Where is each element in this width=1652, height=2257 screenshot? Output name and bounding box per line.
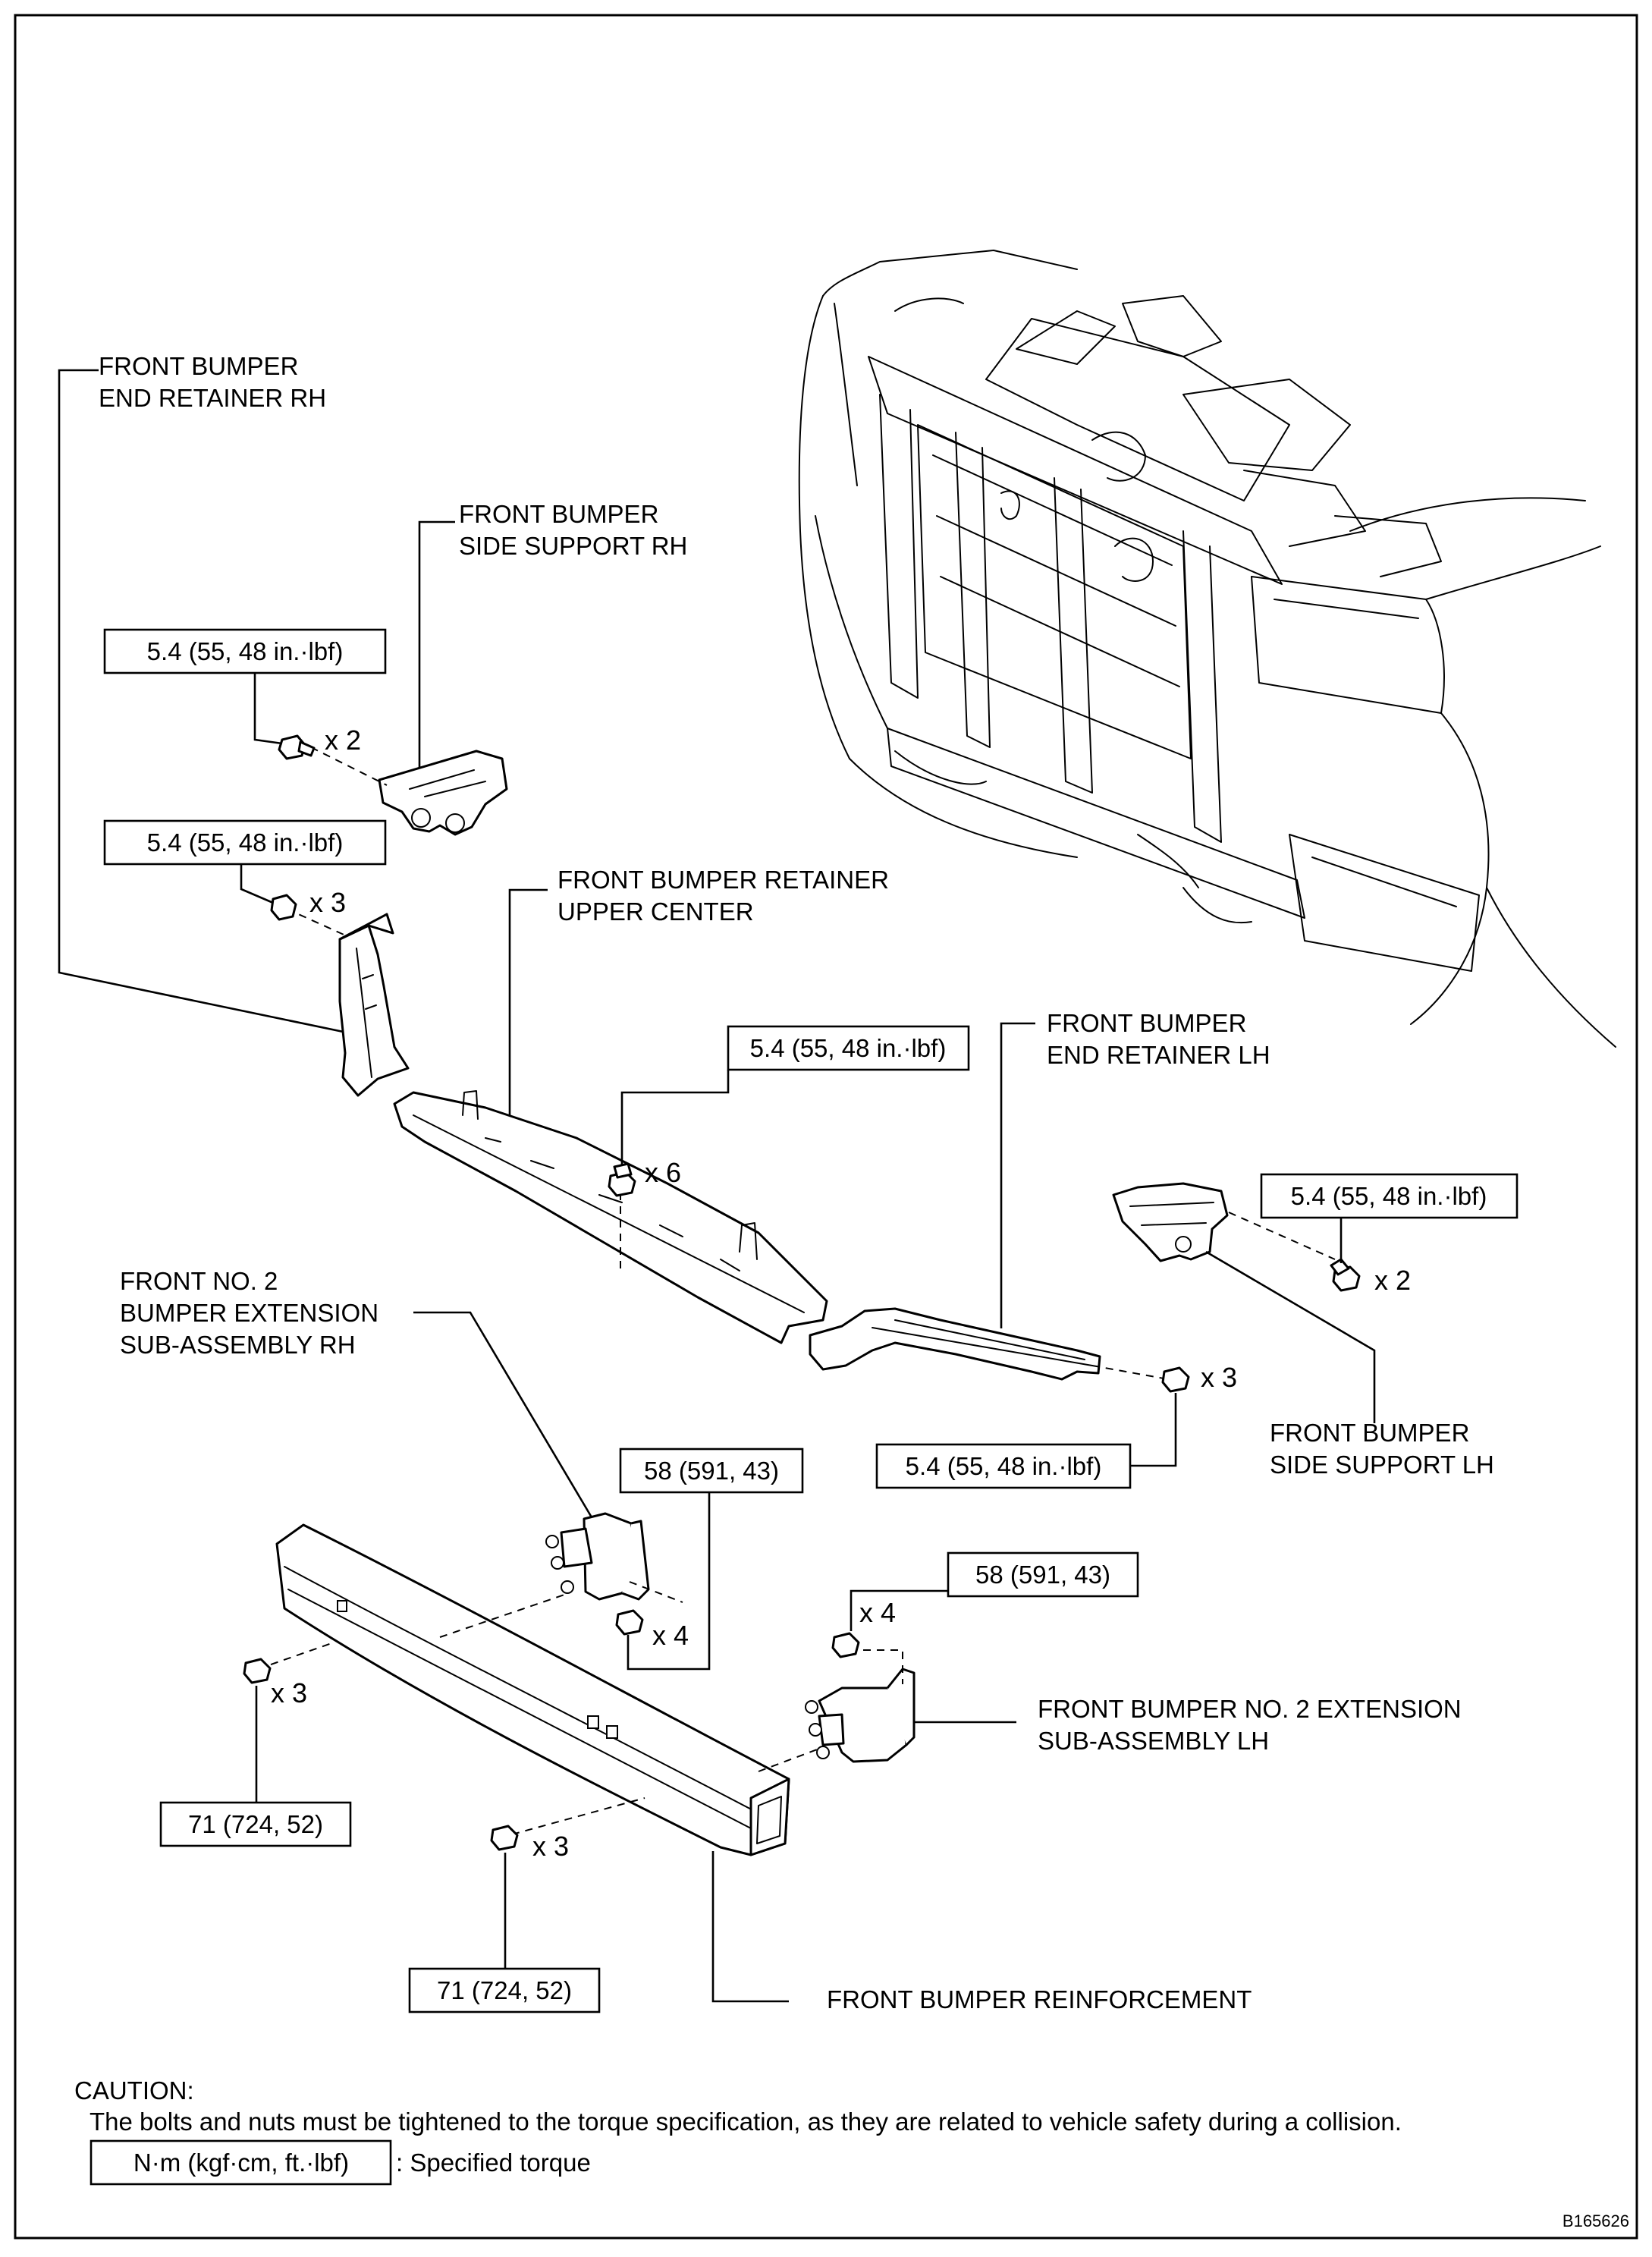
torque-box-side-support-rh (103, 628, 387, 674)
torque-end-retainer-rh: 5.4 (55, 48 in.·lbf) (147, 828, 344, 857)
qty-end-retainer-rh: x 3 (309, 887, 346, 918)
leader-extension-rh (413, 1311, 593, 1518)
label-extension-lh-line1: FRONT BUMPER NO. 2 EXTENSION (1038, 1695, 1462, 1723)
legend-description: : Specified torque (396, 2149, 591, 2177)
caution-text: The bolts and nuts must be tightened to … (90, 2108, 1402, 2136)
label-end-retainer-rh-line1: FRONT BUMPER (99, 352, 298, 380)
fastener-line-extension-rh (629, 1581, 683, 1603)
torque-upper-center: 5.4 (55, 48 in.·lbf) (750, 1034, 947, 1062)
label-side-support-rh-line2: SIDE SUPPORT RH (459, 532, 687, 560)
nut-end-retainer-rh (270, 894, 297, 921)
qty-reinforcement-rh: x 3 (271, 1677, 307, 1708)
caution-heading: CAUTION: (74, 2076, 194, 2105)
label-extension-rh-line2: BUMPER EXTENSION (120, 1299, 378, 1327)
fastener-line-reinforcement-ext-rh (439, 1592, 570, 1638)
torque-extension-rh: 58 (591, 43) (644, 1457, 779, 1485)
fastener-line-side-support-lh (1228, 1212, 1336, 1260)
nut-reinforcement-center (490, 1825, 519, 1851)
label-side-support-lh-line2: SIDE SUPPORT LH (1270, 1451, 1494, 1479)
label-extension-rh-line3: SUB-ASSEMBLY RH (120, 1331, 356, 1359)
torque-box-reinforcement-center (408, 1967, 601, 2013)
torque-side-support-lh: 5.4 (55, 48 in.·lbf) (1291, 1182, 1487, 1210)
torque-box-side-support-lh (1260, 1173, 1519, 1219)
torque-leader-end-retainer-rh (240, 864, 274, 904)
nut-extension-rh (615, 1609, 644, 1636)
qty-extension-lh: x 4 (859, 1597, 896, 1628)
torque-leader-end-retainer-lh (1130, 1393, 1177, 1467)
torque-box-extension-lh (947, 1551, 1139, 1598)
fastener-line-extension-lh (850, 1649, 903, 1684)
torque-leader-upper-center (620, 1070, 730, 1165)
torque-box-reinforcement-rh (159, 1801, 352, 1847)
bolt-side-support-lh (1330, 1258, 1361, 1292)
fastener-line-reinforcement-ext-lh (758, 1748, 820, 1772)
label-extension-lh-line2: SUB-ASSEMBLY LH (1038, 1727, 1269, 1755)
nut-reinforcement-rh (243, 1658, 272, 1684)
figure-code: B165626 (1562, 2211, 1629, 2230)
torque-leader-side-support-rh (253, 673, 283, 745)
bolt-side-support-rh (278, 734, 316, 760)
torque-extension-lh: 58 (591, 43) (975, 1561, 1110, 1589)
label-reinforcement: FRONT BUMPER REINFORCEMENT (827, 1985, 1252, 2013)
torque-leader-extension-rh (627, 1492, 711, 1671)
qty-upper-center: x 6 (645, 1157, 681, 1188)
torque-box-extension-rh (619, 1448, 804, 1494)
leader-reinforcement (711, 1851, 789, 2003)
side-support-rh-part (378, 750, 508, 836)
retainer-upper-center-part (393, 1090, 828, 1344)
torque-box-end-retainer-rh (103, 819, 387, 866)
extension-lh-part (805, 1668, 916, 1763)
end-retainer-rh-part (338, 913, 410, 1097)
extension-rh-part (545, 1512, 650, 1601)
legend-unit: N·m (kgf·cm, ft.·lbf) (133, 2149, 349, 2177)
fastener-line-end-retainer-lh (1091, 1365, 1169, 1380)
leader-side-support-rh (418, 520, 455, 775)
fastener-line-reinforcement-center (511, 1797, 645, 1835)
qty-side-support-lh: x 2 (1374, 1265, 1411, 1296)
label-extension-rh-line1: FRONT NO. 2 (120, 1267, 278, 1295)
bumper-reinforcement-part (275, 1523, 790, 1856)
qty-side-support-rh: x 2 (325, 725, 361, 756)
leader-side-support-lh (1205, 1250, 1376, 1423)
qty-extension-rh: x 4 (652, 1620, 689, 1651)
vehicle-front-illustration (798, 250, 1616, 1048)
label-side-support-rh-line1: FRONT BUMPER (459, 500, 658, 528)
qty-end-retainer-lh: x 3 (1201, 1362, 1237, 1393)
label-end-retainer-lh-line1: FRONT BUMPER (1047, 1009, 1246, 1037)
legend-box (90, 2139, 392, 2186)
label-upper-center-line1: FRONT BUMPER RETAINER (557, 866, 889, 894)
torque-box-end-retainer-lh (875, 1443, 1132, 1489)
fastener-line-reinforcement-rh (257, 1642, 334, 1670)
qty-reinforcement-center: x 3 (532, 1831, 569, 1862)
label-end-retainer-rh-line2: END RETAINER RH (99, 384, 326, 412)
fastener-line-side-support-rh (310, 747, 388, 786)
label-end-retainer-lh-line2: END RETAINER LH (1047, 1041, 1270, 1069)
diagram-frame (14, 14, 1638, 2240)
end-retainer-lh-part (809, 1307, 1101, 1381)
torque-reinforcement-rh: 71 (724, 52) (188, 1810, 323, 1838)
torque-end-retainer-lh: 5.4 (55, 48 in.·lbf) (906, 1452, 1102, 1480)
nut-upper-center (608, 1162, 636, 1197)
nut-end-retainer-lh (1161, 1366, 1190, 1393)
fastener-line-end-retainer-rh (286, 908, 350, 938)
torque-leader-extension-lh (850, 1589, 948, 1631)
torque-side-support-rh: 5.4 (55, 48 in.·lbf) (147, 637, 344, 665)
label-side-support-lh-line1: FRONT BUMPER (1270, 1419, 1469, 1447)
leader-end-retainer-rh (58, 369, 351, 1035)
leader-end-retainer-lh (1000, 1022, 1035, 1328)
torque-reinforcement-center: 71 (724, 52) (437, 1976, 572, 2004)
nut-extension-lh (831, 1632, 860, 1658)
side-support-lh-part (1112, 1182, 1229, 1262)
label-upper-center-line2: UPPER CENTER (557, 897, 754, 926)
torque-box-upper-center (727, 1025, 970, 1071)
leader-upper-center (508, 888, 548, 1158)
